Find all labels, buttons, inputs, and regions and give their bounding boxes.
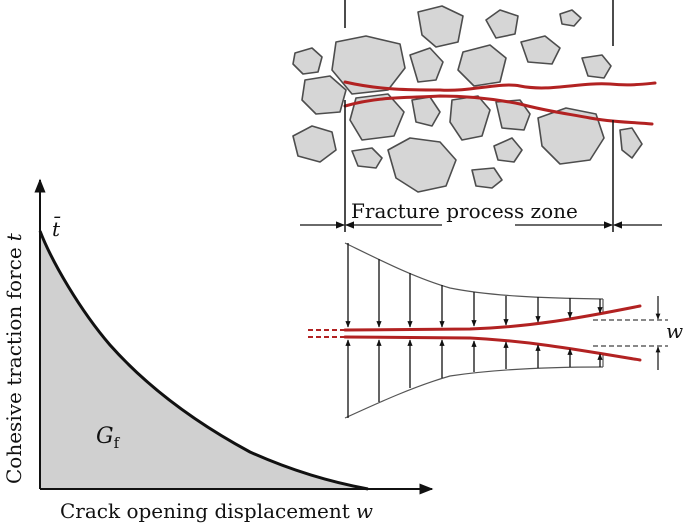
aggregate-particle <box>449 95 491 141</box>
fracture-energy-area <box>40 231 368 489</box>
aggregate-particle <box>581 54 612 79</box>
aggregate-particle <box>457 44 507 87</box>
aggregate-particle <box>331 35 406 95</box>
aggregate-particle <box>493 137 523 163</box>
aggregate-particle <box>349 93 405 141</box>
aggregate-particle <box>485 9 519 39</box>
gf-label: Gf <box>96 424 121 452</box>
aggregate-particle <box>411 96 441 127</box>
upper-crack <box>343 80 657 92</box>
aggregate-particle <box>471 167 503 189</box>
aggregate-particle <box>409 47 444 83</box>
aggregate-particle <box>619 127 643 159</box>
upper-crack-face <box>343 304 642 332</box>
aggregate-particle <box>559 9 582 27</box>
softening-curve <box>38 230 369 491</box>
fpz-dimension: Fracture process zone <box>300 100 662 232</box>
lower-crack-face <box>343 335 642 362</box>
lower-crack <box>343 94 654 126</box>
aggregate-illustration <box>292 0 657 193</box>
traction-envelope-bottom <box>344 366 604 419</box>
aggregate-particle <box>495 99 531 131</box>
t-bar-label: t̄ <box>52 216 61 241</box>
fpz-label: Fracture process zone <box>351 199 578 223</box>
aggregate-particle <box>351 147 383 169</box>
cohesive-zone-diagram: w <box>308 242 683 419</box>
aggregate-particle <box>537 107 605 165</box>
aggregate-particle <box>292 47 323 75</box>
aggregate-particle <box>301 75 347 115</box>
aggregate-particle <box>292 125 337 163</box>
w-label: w <box>666 319 683 343</box>
traction-envelope-top <box>344 242 604 300</box>
y-axis-label: Cohesive traction forcet <box>2 232 26 484</box>
aggregate-particle <box>387 137 457 193</box>
aggregate-particle <box>417 5 464 48</box>
aggregate-particle <box>520 35 561 65</box>
